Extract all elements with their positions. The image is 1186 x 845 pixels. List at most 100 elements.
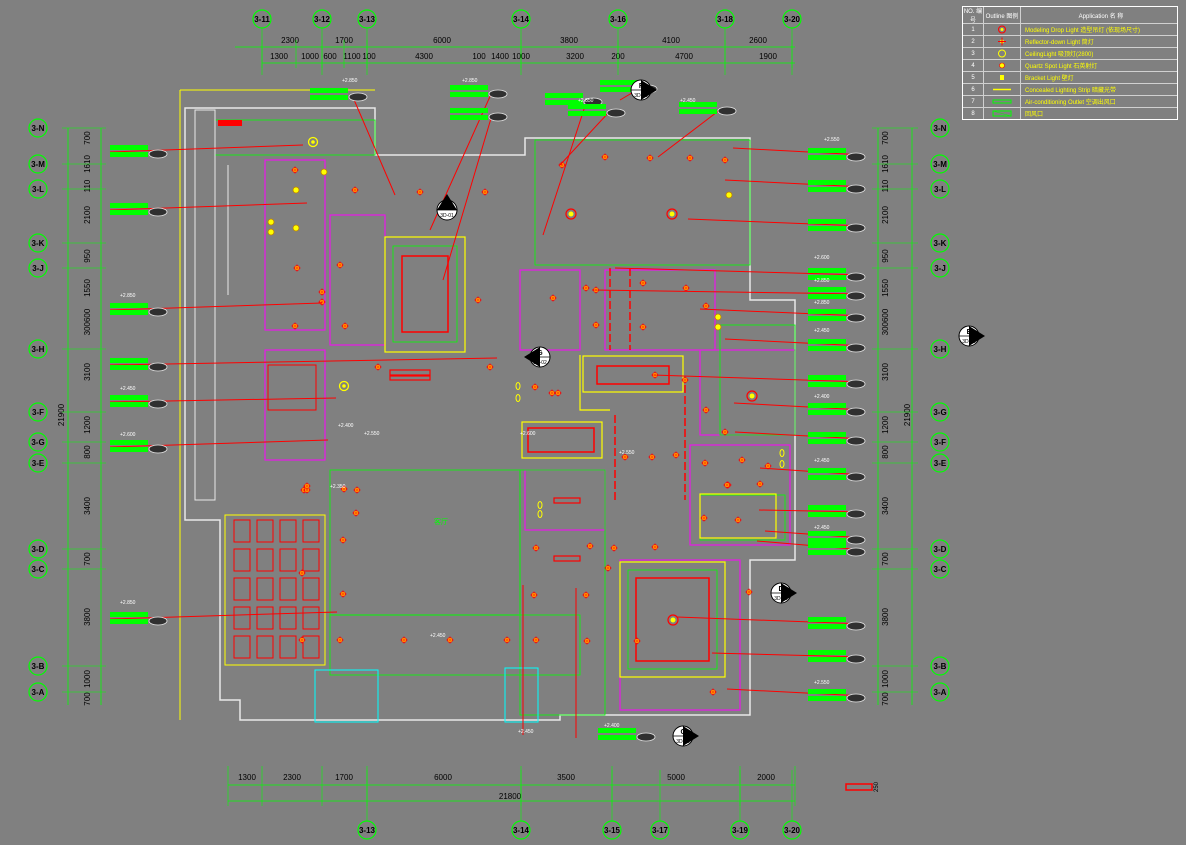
top-leader-6-tag-top [679, 102, 717, 107]
legend-row-symbol [984, 72, 1021, 83]
right-leader-13-tag-oval [846, 547, 866, 557]
grid-top-4-label: 3-16 [610, 15, 627, 24]
section-marker-arrow [641, 80, 657, 100]
kitchen-tile [302, 519, 320, 543]
section-marker-ref: 3D-02 [774, 596, 788, 602]
grid-bottom-0-label: 3-13 [359, 826, 376, 835]
top-leader-0-tag-oval [348, 92, 368, 102]
grid-left-5-label: 3-H [32, 345, 45, 354]
kitchen-tile [233, 548, 251, 572]
right-leader-12-tag-oval [846, 535, 866, 545]
right-leader-3-tag-top [808, 268, 846, 273]
section-marker-arrow [524, 347, 540, 367]
grid-top-2-label: 3-13 [359, 15, 376, 24]
dim-right-4: 950 [881, 249, 890, 263]
dim-left-10: 3400 [83, 497, 92, 515]
dim-right-5: 1550 [881, 279, 890, 297]
section-marker-arrow [437, 194, 457, 210]
dim-left-6: 300600 [83, 308, 92, 335]
scale-label: 250 [874, 781, 880, 792]
grid-right-12-label: 3-A [934, 688, 947, 697]
grid-right-1-bubble [930, 154, 950, 174]
section-marker-letter: D [778, 586, 783, 593]
section-marker-ref: 3D-01 [440, 213, 454, 219]
grid-left-12-label: 3-A [32, 688, 45, 697]
partition-4 [604, 269, 716, 351]
cove-hall [582, 355, 684, 393]
bracket-light [537, 510, 543, 518]
grid-right-8-bubble [930, 453, 950, 473]
right-leader-15-tag-bot [808, 657, 846, 662]
modeling-drop-light-icon [998, 25, 1006, 34]
right-leader-15-tag-top [808, 650, 846, 655]
dim-top2-12: 1900 [759, 52, 777, 61]
section-marker-ref: 3D-02 [533, 360, 547, 366]
grid-right-10-bubble [930, 559, 950, 579]
grid-right-6-bubble [930, 402, 950, 422]
kitchen-tile [256, 577, 274, 601]
spot-light [292, 224, 300, 232]
grid-right-5-bubble [930, 339, 950, 359]
grid-left-7-bubble [28, 432, 48, 452]
left-leader-3-tag-bot [110, 365, 148, 370]
corridor-wall [194, 109, 216, 501]
right-leader-0-tag-bot [808, 155, 846, 160]
legend-row-no: 6 [963, 84, 984, 95]
dim-right-total: 21900 [903, 403, 912, 426]
level-mark-1: +2.850 [462, 78, 478, 84]
spot-light [292, 186, 300, 194]
stair-box [267, 364, 317, 411]
section-marker-arrow [683, 726, 699, 746]
top-leader-6-tag-bot [679, 109, 717, 114]
grid-right-12-bubble [930, 682, 950, 702]
level-mark-7: +2.600 [120, 432, 136, 438]
leaders-layer: +2.850+2.850+2.850+2.450+2.550+2.850+2.4… [109, 78, 866, 742]
left-leader-5-tag-oval [148, 444, 168, 454]
right-leader-13-tag-top [808, 543, 846, 548]
ceiling-light-icon [998, 49, 1006, 58]
level-mark-18: +2.550 [814, 680, 830, 686]
level-mark-16: +2.450 [814, 458, 830, 464]
dim-top2-9: 3200 [566, 52, 584, 61]
top-leader-1-tag-bot [450, 92, 488, 97]
right-leader-1-tag-bot [808, 187, 846, 192]
grid-bottom-5-label: 3-20 [784, 826, 801, 835]
kitchen-tile [302, 577, 320, 601]
left-leader-1-tag-bot [110, 210, 148, 215]
grid-top-6-label: 3-20 [784, 15, 801, 24]
section-marker-ref: 3D-02 [676, 739, 690, 745]
legend-row-application: Concealed Lighting Strip 暗藏光带 [1025, 88, 1117, 94]
dim-left-2: 110 [83, 179, 92, 192]
left-leader-6-tag-bot [110, 619, 148, 624]
level-mark-17: +2.450 [814, 525, 830, 531]
legend-row-no: 1 [963, 24, 984, 35]
right-leader-3-tag-oval [846, 272, 866, 282]
right-leader-10-tag-oval [846, 472, 866, 482]
grid-left-8-bubble [28, 453, 48, 473]
left-leader-6-tag-oval [148, 616, 168, 626]
kitchen-tile [233, 577, 251, 601]
partition-1 [329, 214, 386, 346]
right-leader-11-tag-bot [808, 512, 846, 517]
right-leader-16-tag-bot [808, 696, 846, 701]
section-marker-arrow [969, 326, 985, 346]
right-leader-16-tag-top [808, 689, 846, 694]
top-leader-3-tag-bot [545, 100, 583, 105]
return-air-icon [992, 110, 1012, 117]
left-leader-2-tag-top [110, 303, 148, 308]
kitchen-tile [256, 606, 274, 630]
legend-header-no: NO. 编号 [963, 7, 984, 24]
legend-row-no: 5 [963, 72, 984, 83]
dim-left-7: 3100 [83, 363, 92, 381]
left-leader-3-tag-oval [148, 362, 168, 372]
left-leader-2-tag-bot [110, 310, 148, 315]
dim-left-13: 1000 [83, 670, 92, 688]
grid-right-2-label: 3-L [934, 185, 946, 194]
grid-right-6-label: 3-G [933, 408, 946, 417]
bottom-leader-0-tag-bot [598, 735, 636, 740]
grid-bottom-3-label: 3-17 [652, 826, 669, 835]
drop-light [746, 390, 758, 402]
